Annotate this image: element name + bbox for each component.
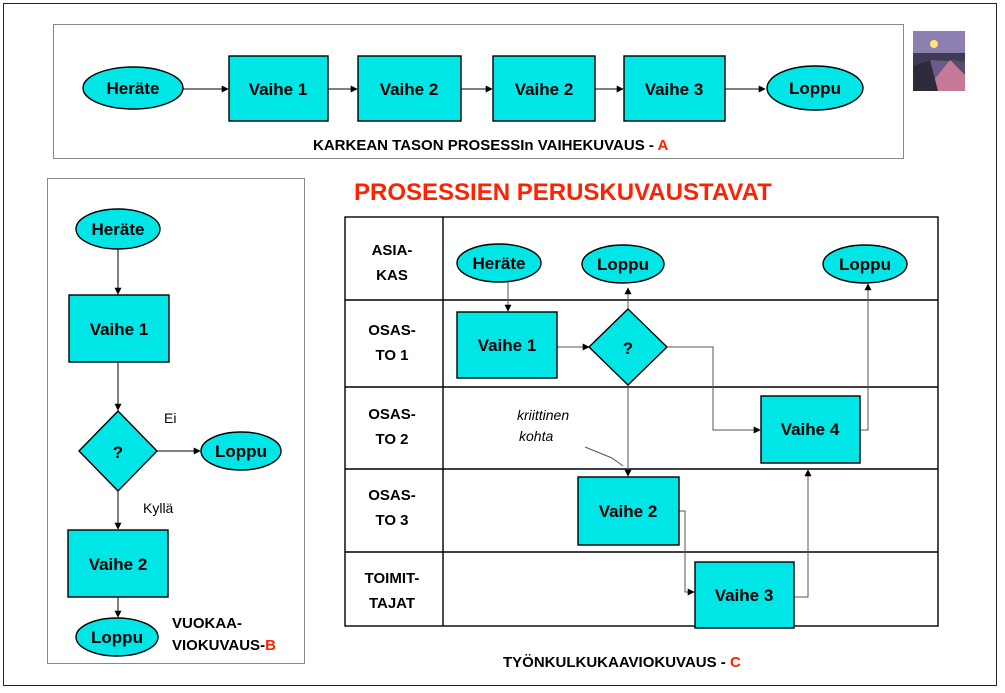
c-step-1-label: Vaihe 1	[478, 336, 537, 355]
c-start-label: Heräte	[473, 254, 526, 273]
c-lane-5-line1: TOIMIT-	[365, 570, 420, 587]
c-lane-3-line2: TO 2	[375, 431, 408, 448]
b-yes-label: Kyllä	[143, 500, 174, 516]
c-arrow-decision-step4	[668, 347, 760, 430]
b-caption-line1: VUOKAA-	[172, 615, 242, 632]
c-lane-4-line1: OSAS-	[368, 487, 416, 504]
b-end-no-label: Loppu	[215, 442, 267, 461]
section-c: ASIA- KAS OSAS- TO 1 OSAS- TO 2 OSAS- TO…	[345, 217, 938, 671]
c-lane-2-line1: OSAS-	[368, 322, 416, 339]
c-end-2-label: Loppu	[839, 255, 891, 274]
section-b: Heräte Vaihe 1 ? Ei Loppu Kyllä Vaihe 2 …	[68, 209, 281, 656]
b-step-2-label: Vaihe 2	[89, 555, 148, 574]
c-lane-1-line2: KAS	[376, 267, 408, 284]
river-sunset-photo	[913, 31, 965, 91]
a-start-label: Heräte	[107, 79, 160, 98]
b-start-label: Heräte	[92, 220, 145, 239]
a-step-4-label: Vaihe 3	[645, 80, 704, 99]
c-critical-line1: kriittinen	[517, 407, 569, 423]
a-caption: KARKEAN TASON PROSESSIn VAIHEKUVAUS - A	[313, 137, 668, 154]
section-a: Heräte Vaihe 1 Vaihe 2 Vaihe 2 Vaihe 3 L…	[83, 56, 863, 154]
a-caption-text: KARKEAN TASON PROSESSIn VAIHEKUVAUS -	[313, 137, 657, 154]
c-decision-label: ?	[623, 339, 633, 358]
b-no-label: Ei	[164, 410, 176, 426]
c-caption-text: TYÖNKULKUKAAVIOKUVAUS -	[503, 654, 730, 671]
page-title: PROSESSIEN PERUSKUVAUSTAVAT	[354, 179, 772, 206]
b-caption-letter: B	[265, 637, 276, 654]
b-end-label: Loppu	[91, 628, 143, 647]
c-lane-5-line2: TAJAT	[369, 595, 415, 612]
c-lane-1-line1: ASIA-	[372, 242, 413, 259]
c-caption-letter: C	[730, 654, 741, 671]
a-step-2-label: Vaihe 2	[380, 80, 439, 99]
c-caption: TYÖNKULKUKAAVIOKUVAUS - C	[503, 654, 741, 671]
c-step-3-label: Vaihe 3	[715, 586, 774, 605]
c-step-2-label: Vaihe 2	[599, 502, 658, 521]
c-critical-line2: kohta	[519, 428, 553, 444]
c-arrow-step3-step4	[794, 470, 808, 597]
c-step-4-label: Vaihe 4	[781, 420, 840, 439]
c-arrow-step4-end2	[860, 284, 868, 430]
b-caption-line2: VIOKUVAUS-B	[172, 637, 276, 654]
a-step-1-label: Vaihe 1	[249, 80, 308, 99]
c-end-1-label: Loppu	[597, 255, 649, 274]
b-caption-text: VIOKUVAUS-	[172, 637, 265, 654]
a-step-3-label: Vaihe 2	[515, 80, 574, 99]
a-caption-letter: A	[657, 137, 668, 154]
b-decision-label: ?	[113, 443, 123, 462]
b-step-1-label: Vaihe 1	[90, 320, 149, 339]
c-lane-2-line2: TO 1	[375, 347, 408, 364]
c-lane-3-line1: OSAS-	[368, 406, 416, 423]
c-critical-pointer	[585, 447, 623, 466]
a-end-label: Loppu	[789, 79, 841, 98]
c-lane-4-line2: TO 3	[375, 512, 408, 529]
